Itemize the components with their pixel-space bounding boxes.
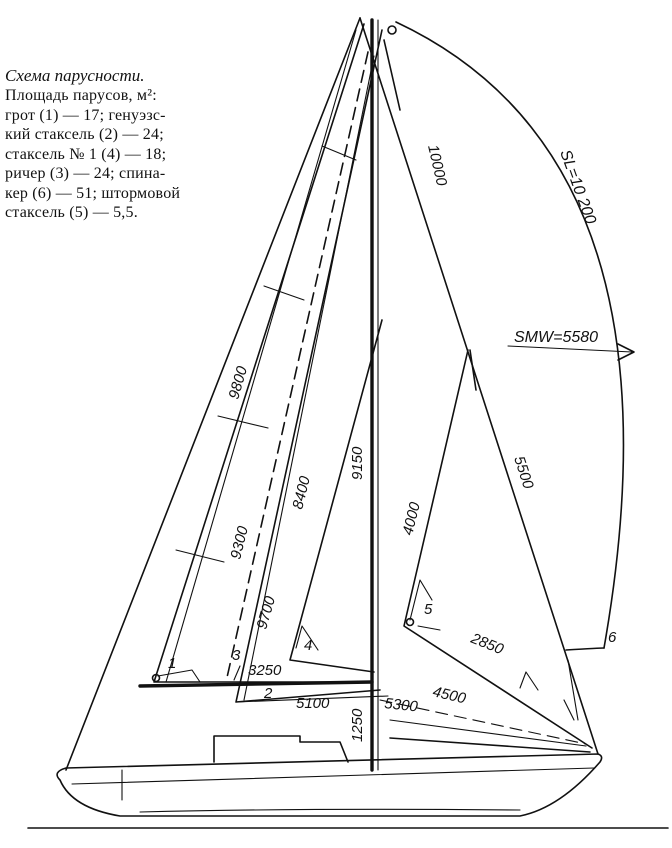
dim-8400: 8400 [289, 474, 314, 511]
jib-clew-patch [295, 625, 319, 651]
sail-number-jib: 4 [304, 637, 312, 654]
dim-5100: 5100 [296, 695, 330, 712]
dim-sl: SL=10 200 [556, 148, 599, 227]
batten [263, 285, 305, 301]
spinnaker-leech [395, 21, 625, 649]
caption-line: стаксель (5) — 5,5. [5, 204, 138, 221]
storm-jib [409, 579, 433, 621]
dim-9300: 9300 [227, 524, 252, 561]
caption-line: кий стаксель (2) — 24; [5, 126, 164, 143]
sail-number-mainsail: 1 [168, 655, 176, 672]
caption-title: Схема парусности. [5, 66, 145, 85]
sheet-patch [519, 671, 539, 691]
caption-line: грот (1) — 17; генуэзс- [5, 106, 166, 124]
smw-arrowhead [617, 343, 635, 361]
mainsail-leech-inner [165, 29, 357, 683]
hull [56, 753, 603, 817]
genoa-inner [243, 55, 375, 701]
spinnaker-clew-line [567, 659, 579, 721]
sheet-patch [563, 699, 575, 721]
staysail-head [469, 349, 477, 391]
sail-number-storm-jib: 5 [424, 601, 433, 618]
reef-patch [157, 669, 201, 683]
caption-line: стаксель № 1 (4) — 18; [5, 145, 167, 163]
dim-9800: 9800 [226, 364, 252, 401]
genoa-head [383, 39, 401, 111]
dim-5300: 5300 [384, 695, 420, 715]
dim-9150: 9150 [349, 446, 366, 480]
dim-4500: 4500 [431, 683, 468, 707]
dim-2850: 2850 [468, 630, 507, 659]
dim-1250: 1250 [349, 708, 366, 742]
sail-number-spinnaker: 6 [608, 629, 617, 646]
jib-no1 [289, 319, 383, 673]
forestay [359, 17, 599, 755]
clew-ring [151, 673, 161, 683]
smw-arrow-line [507, 345, 633, 353]
sail-number-reacher: 3 [232, 647, 241, 664]
dim-3250: 3250 [248, 662, 282, 679]
sail-area-caption: Схема парусности. Площадь парусов, м²: г… [5, 66, 235, 223]
genoa-sheet [379, 699, 587, 745]
reacher-luff [225, 51, 369, 683]
batten [175, 549, 225, 563]
dim-5500: 5500 [510, 454, 537, 492]
reef-patch [233, 665, 241, 681]
dim-smw: SMW=5580 [514, 329, 598, 346]
dim-10000: 10000 [424, 143, 450, 188]
batten [321, 145, 357, 161]
deck-line [389, 737, 591, 753]
batten [217, 415, 269, 429]
sheer-line [71, 767, 595, 785]
genoa-foot [235, 695, 389, 703]
caption-line: кер (6) — 51; штормовой [5, 184, 181, 202]
storm-jib-foot [417, 625, 441, 631]
boom [138, 680, 374, 688]
backstay [65, 17, 361, 771]
masthead-sheave [387, 25, 397, 35]
caption-line: ричер (3) — 24; спина- [5, 165, 166, 182]
sail-number-genoa: 2 [263, 685, 273, 702]
spinnaker-foot [565, 647, 605, 651]
dim-9700: 9700 [254, 594, 280, 631]
caption-line: Площадь парусов, м²: [5, 87, 157, 104]
dim-4000: 4000 [399, 500, 424, 537]
hull-stripe [139, 808, 521, 813]
staysail [403, 349, 593, 749]
foot-line [389, 719, 587, 747]
deckhouse [213, 735, 349, 763]
